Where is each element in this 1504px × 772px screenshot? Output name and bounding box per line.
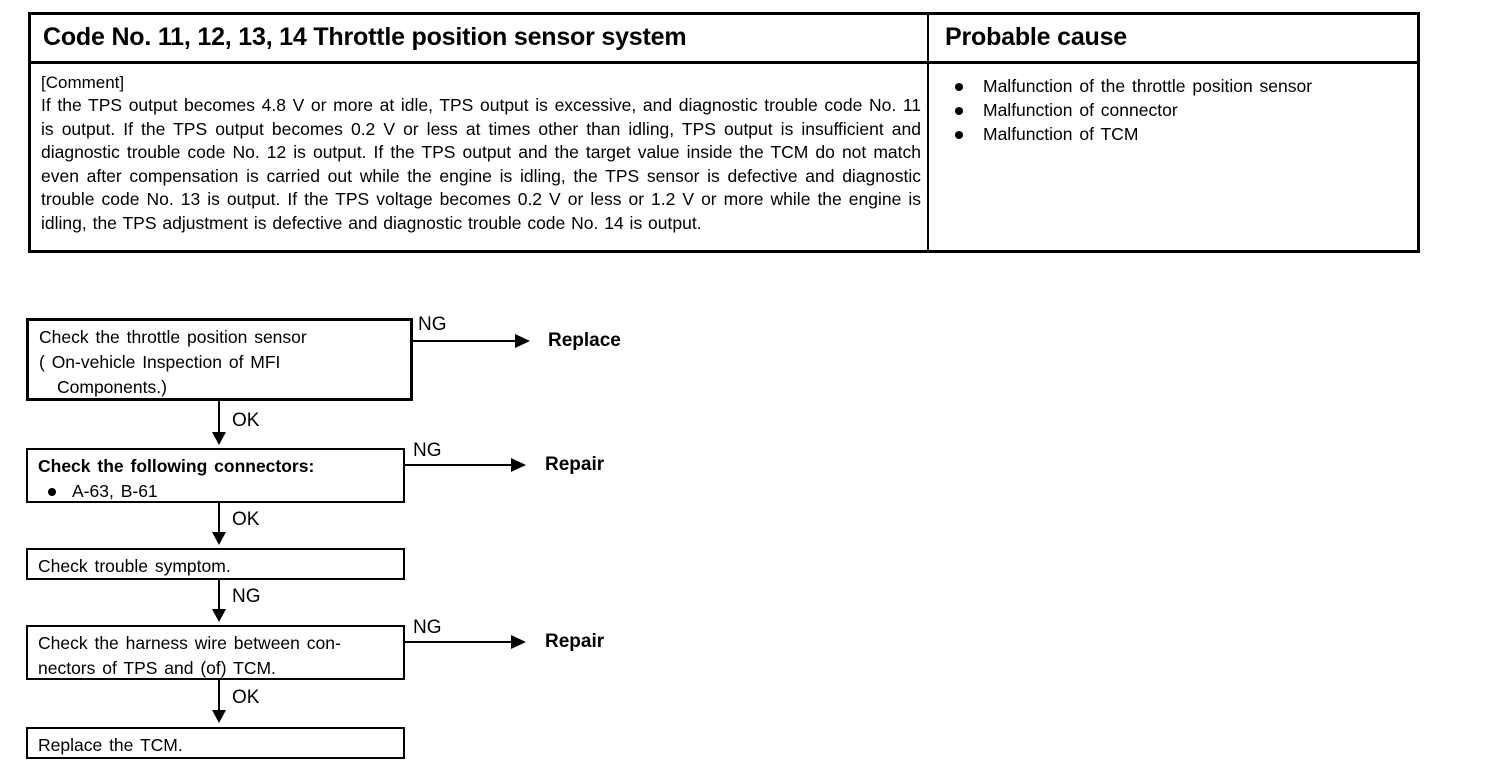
transition2-arrowhead (212, 532, 226, 545)
branch3-arrowhead (511, 635, 526, 649)
cause-text: Malfunction of TCM (983, 124, 1139, 144)
code-title: Code No. 11, 12, 13, 14 Throttle positio… (43, 23, 687, 51)
flow-step-check-harness-wire: Check the harness wire between con- nect… (26, 625, 405, 680)
branch2-result-repair: Repair (545, 454, 605, 475)
step5-line1: Replace the TCM. (38, 735, 183, 755)
table-body-row: [Comment] If the TPS output becomes 4.8 … (31, 64, 1417, 250)
bullet-icon (955, 107, 963, 115)
transition2-line (218, 503, 220, 541)
cause-text: Malfunction of connector (983, 100, 1178, 120)
transition1-line (218, 401, 220, 441)
probable-cause-title-cell: Probable cause (929, 15, 1417, 61)
flow-step-replace-the-tcm: Replace the TCM. (26, 727, 405, 759)
bullet-icon (955, 131, 963, 139)
list-item: Malfunction of connector (943, 98, 1407, 122)
transition4-line (218, 680, 220, 718)
comment-text: If the TPS output becomes 4.8 V or more … (41, 95, 921, 233)
comment-cell: [Comment] If the TPS output becomes 4.8 … (31, 64, 929, 250)
flow-step-check-trouble-symptom: Check trouble symptom. (26, 548, 405, 580)
step3-line1: Check trouble symptom. (38, 556, 231, 576)
transition3-arrowhead (212, 609, 226, 622)
branch3-condition-label: NG (413, 617, 442, 638)
transition2-label: OK (232, 509, 260, 530)
transition4-label: OK (232, 687, 260, 708)
step4-line2: nectors of TPS and (of) TCM. (38, 658, 276, 678)
step1-line3: Components.) (57, 377, 167, 397)
step2-line1: Check the following connectors: (38, 456, 315, 476)
branch1-arrowhead (515, 334, 530, 348)
table-header-row: Code No. 11, 12, 13, 14 Throttle positio… (31, 15, 1417, 64)
comment-label: [Comment] (41, 73, 125, 92)
list-item: Malfunction of TCM (943, 122, 1407, 146)
branch2-line (405, 464, 523, 466)
cause-text: Malfunction of the throttle position sen… (983, 76, 1313, 96)
probable-cause-title: Probable cause (945, 23, 1128, 51)
probable-cause-cell: Malfunction of the throttle position sen… (929, 64, 1417, 250)
step1-line2: ( On-vehicle Inspection of MFI (39, 352, 281, 372)
probable-cause-list: Malfunction of the throttle position sen… (943, 74, 1407, 146)
transition3-line (218, 580, 220, 618)
transition1-arrowhead (212, 432, 226, 445)
step2-line2-item: A-63, B-61 (38, 479, 397, 504)
step4-line1: Check the harness wire between con- (38, 633, 341, 653)
transition3-label: NG (232, 586, 261, 607)
bullet-icon (48, 488, 56, 496)
branch1-result-replace: Replace (548, 330, 621, 351)
branch3-result-repair: Repair (545, 631, 605, 652)
step2-line2: A-63, B-61 (72, 481, 158, 501)
bullet-icon (955, 83, 963, 91)
transition1-label: OK (232, 410, 260, 431)
diagnostic-trouble-code-table: Code No. 11, 12, 13, 14 Throttle positio… (28, 12, 1420, 253)
branch2-arrowhead (511, 458, 526, 472)
branch1-line (413, 340, 528, 342)
branch2-condition-label: NG (413, 440, 442, 461)
transition4-arrowhead (212, 710, 226, 723)
branch3-line (405, 641, 523, 643)
list-item: Malfunction of the throttle position sen… (943, 74, 1407, 98)
branch1-condition-label: NG (418, 314, 447, 335)
code-title-cell: Code No. 11, 12, 13, 14 Throttle positio… (31, 15, 929, 61)
step1-line1: Check the throttle position sensor (39, 327, 307, 347)
flow-step-check-throttle-position-sensor: Check the throttle position sensor ( On-… (26, 318, 413, 401)
flow-step-check-following-connectors: Check the following connectors: A-63, B-… (26, 448, 405, 503)
